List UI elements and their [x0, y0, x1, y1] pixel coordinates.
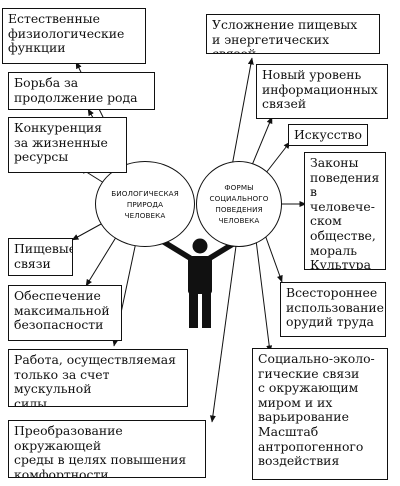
box-physiological-functions: Естественные физиологические функции [2, 8, 146, 64]
arrow-to-tools [263, 231, 283, 283]
box-competition: Конкуренция за жизненные ресурсы [8, 117, 127, 173]
box-tools: Всестороннее использование орудий труда [280, 282, 386, 337]
arrow-to-transformation [209, 245, 237, 423]
arrow-to-safety [85, 233, 119, 287]
box-social-ecological: Социально-эколо- гические связи с окружа… [252, 348, 388, 480]
box-art: Искусство [288, 124, 368, 146]
box-muscle-work: Работа, осуществляемая только за счет му… [8, 349, 188, 407]
box-information-links: Новый уровень информационных связей [256, 64, 388, 119]
social-behavior-oval: ФОРМЫ СОЦИАЛЬНОГО ПОВЕДЕНИЯ ЧЕЛОВЕКА [196, 161, 282, 247]
biological-nature-oval: БИОЛОГИЧЕСКАЯ ПРИРОДА ЧЕЛОВЕКА [95, 161, 195, 247]
box-reproduction: Борьба за продолжение рода [8, 72, 155, 110]
box-food-energy-links: Усложнение пищевых и энергетических связ… [206, 14, 380, 54]
arrow-to-food-energy [231, 57, 254, 167]
box-laws-culture: Законы поведения в человече- ском общест… [304, 152, 386, 270]
box-safety: Обеспечение максимальной безопасности [8, 285, 122, 341]
arrow-to-information [249, 116, 273, 171]
human-figure-icon [151, 233, 249, 328]
box-food-links: Пищевые связи [8, 238, 73, 276]
box-environment-transformation: Преобразование окружающей среды в целях … [8, 420, 206, 478]
arrow-to-social-ecological [255, 239, 273, 353]
